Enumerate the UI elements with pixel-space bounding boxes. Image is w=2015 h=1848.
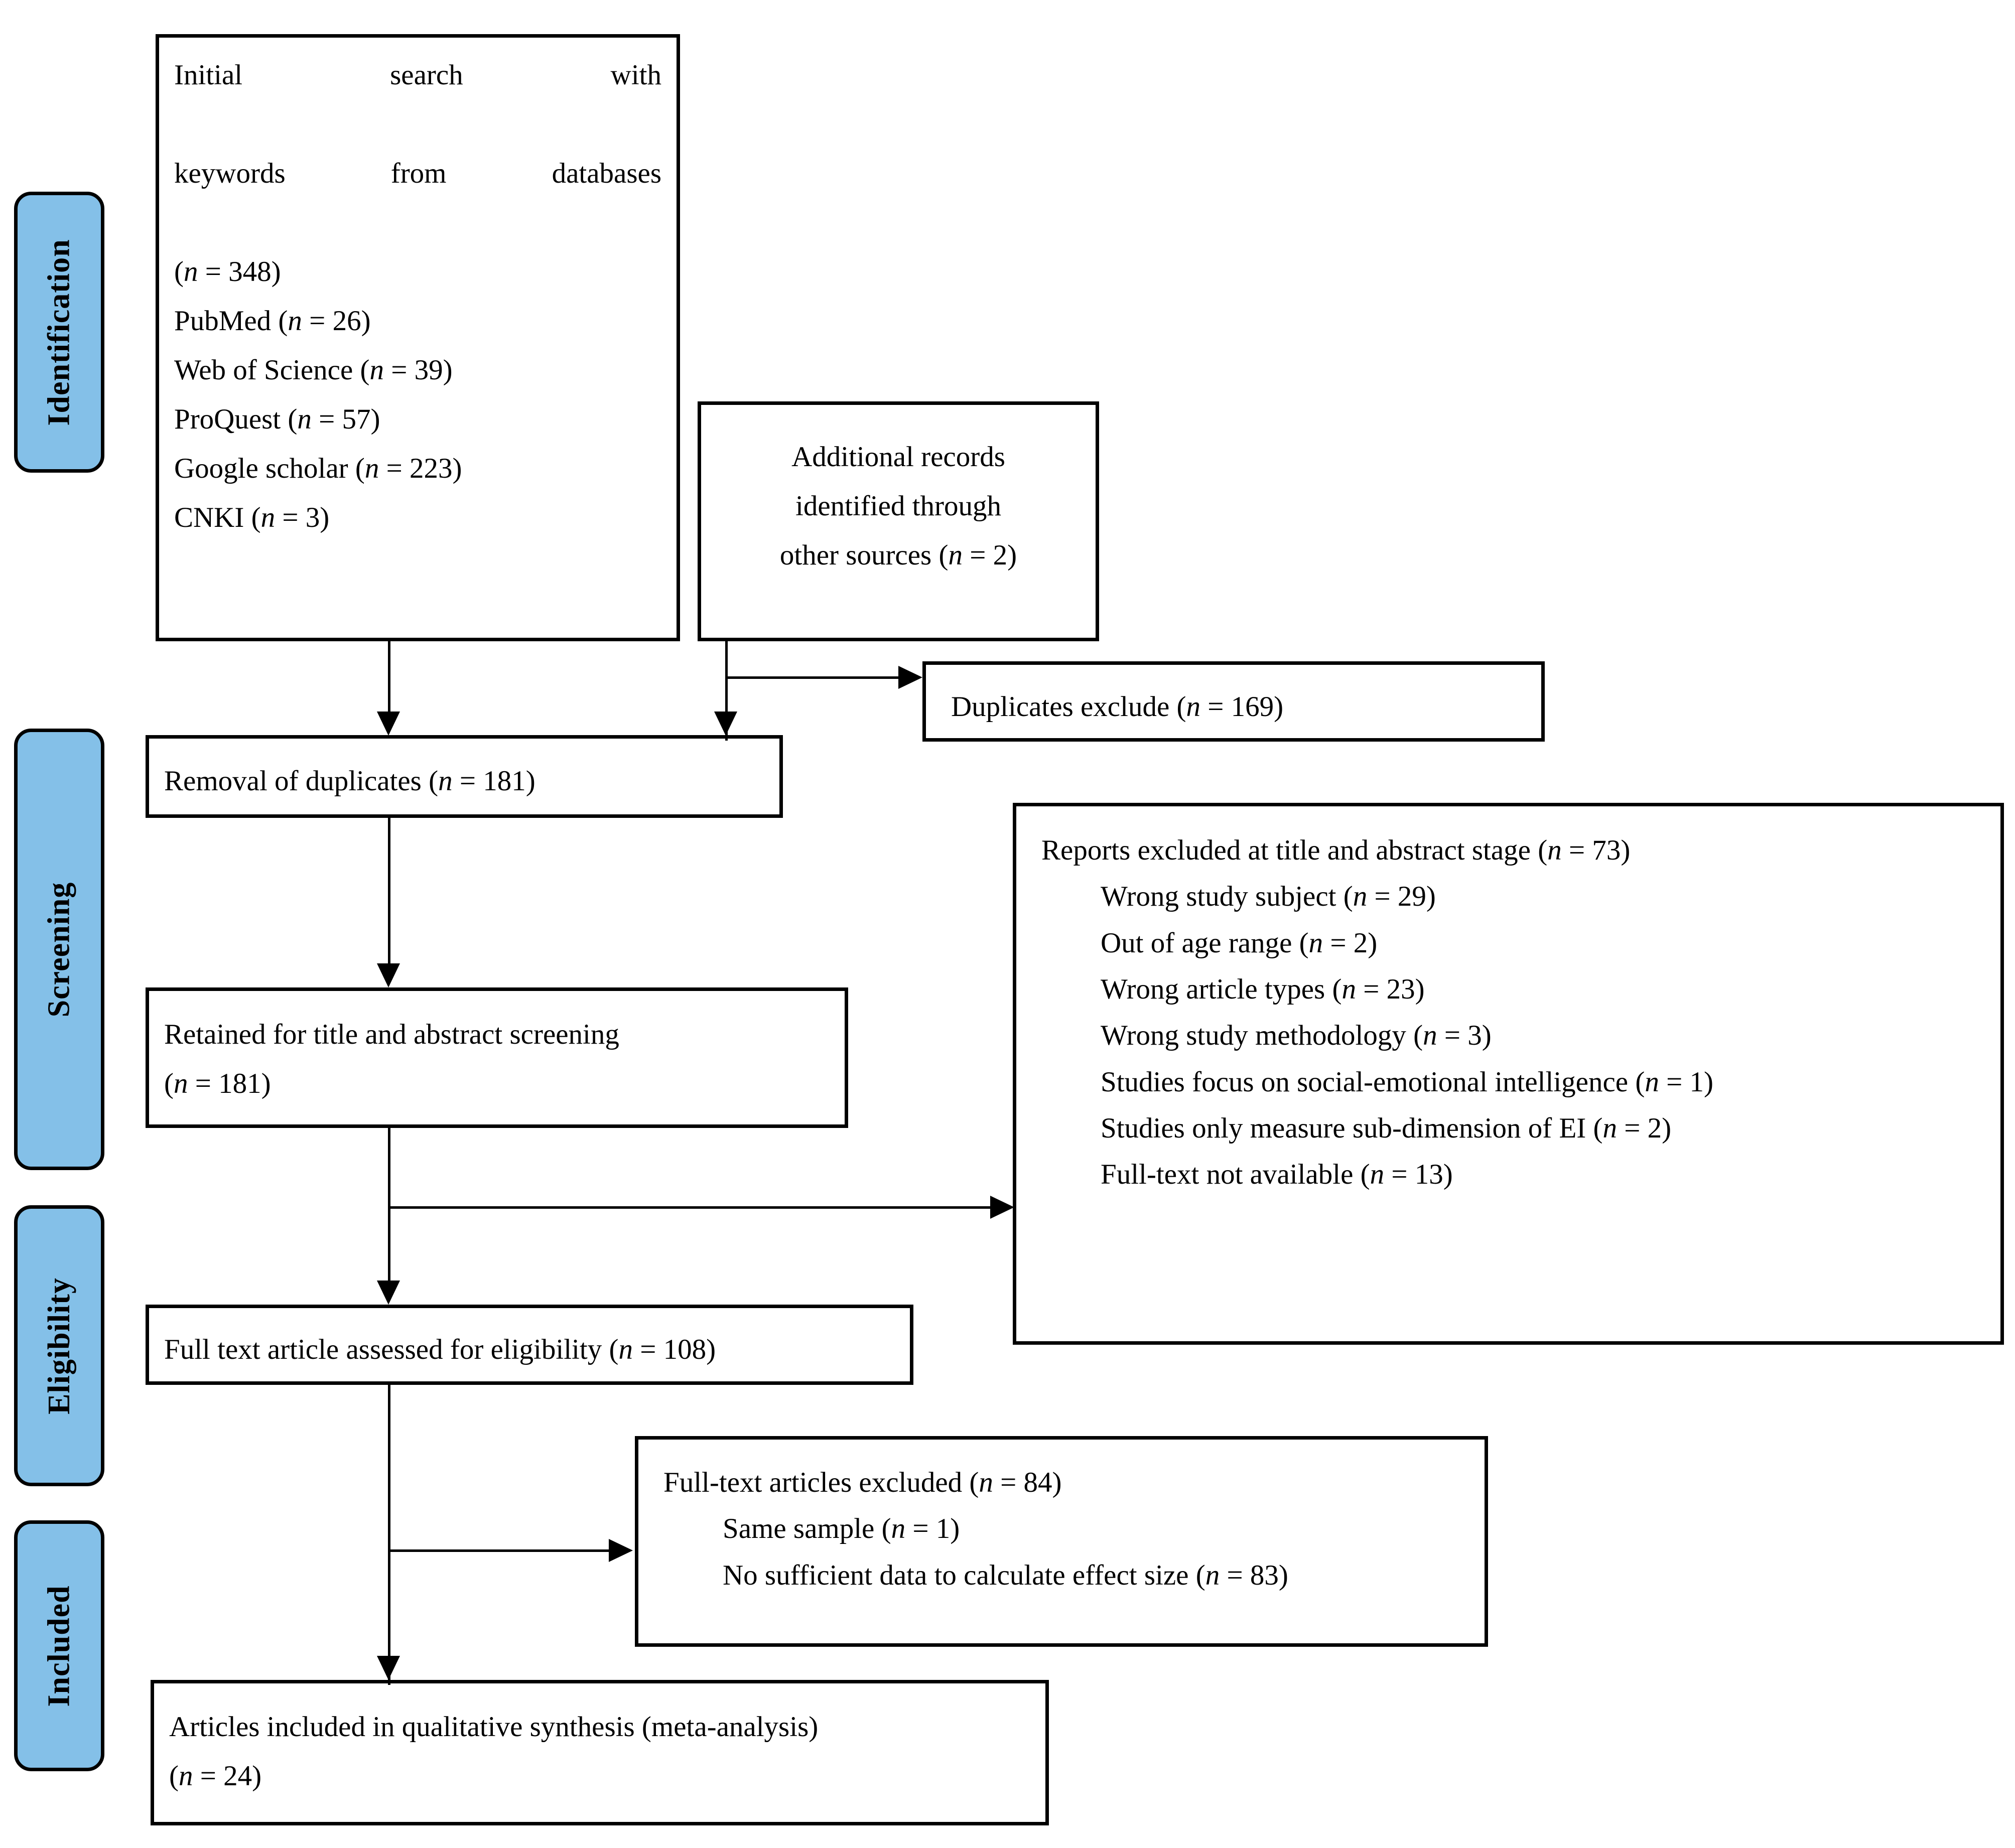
arrowhead-additional-to-duplicates <box>898 666 922 689</box>
stage-pill-eligibility: Eligibility <box>14 1205 104 1486</box>
arrowhead-retained-to-fulltext <box>377 1281 400 1305</box>
reports-excluded-heading: Reports excluded at title and abstract s… <box>1041 834 1631 866</box>
additional-records-line1: Additional records <box>791 441 1005 473</box>
reason-out-of-age-range: Out of age range (n = 2) <box>1101 927 1378 959</box>
duplicates-excluded-text: Duplicates exclude (n = 169) <box>951 691 1284 723</box>
box-articles-included: Articles included in qualitative synthes… <box>151 1680 1049 1825</box>
connector-fulltext-down <box>388 1385 390 1685</box>
additional-records-line3: other sources (n = 2) <box>779 539 1017 572</box>
box-reports-excluded: Reports excluded at title and abstract s… <box>1013 803 2004 1345</box>
connector-removal-to-retained <box>388 818 390 964</box>
reason-wrong-article-types: Wrong article types (n = 23) <box>1101 973 1425 1005</box>
box-removal-of-duplicates: Removal of duplicates (n = 181) <box>146 735 783 818</box>
arrowhead-fulltext-to-included <box>377 1656 400 1680</box>
stage-pill-identification: Identification <box>14 192 104 473</box>
arrowhead-fulltext-to-excluded <box>609 1539 633 1562</box>
articles-included-line2: (n = 24) <box>169 1760 262 1792</box>
connector-retained-down <box>388 1128 390 1282</box>
box-duplicates-excluded: Duplicates exclude (n = 169) <box>922 661 1545 742</box>
arrowhead-removal-to-retained <box>377 963 400 987</box>
box-initial-search: Initial search with keywords from databa… <box>156 34 680 641</box>
retained-screening-line2: (n = 181) <box>164 1068 271 1100</box>
initial-search-line1: Initial search with <box>174 59 661 91</box>
source-pubmed: PubMed (n = 26) <box>174 305 371 337</box>
articles-included-line1: Articles included in qualitative synthes… <box>169 1711 819 1743</box>
stage-label-screening: Screening <box>42 882 76 1017</box>
connector-fulltext-to-excluded <box>388 1549 609 1552</box>
box-full-text-excluded: Full-text articles excluded (n = 84) Sam… <box>635 1436 1488 1647</box>
box-retained-screening: Retained for title and abstract screenin… <box>146 987 848 1128</box>
box-full-text-assessed: Full text article assessed for eligibili… <box>146 1305 913 1385</box>
arrowhead-retained-to-reports-excluded <box>990 1196 1014 1219</box>
connector-additional-to-duplicates <box>725 676 898 679</box>
initial-search-line2: keywords from databases <box>174 158 661 190</box>
additional-records-line2: identified through <box>795 490 1001 522</box>
connector-initial-to-removal <box>388 641 390 713</box>
stage-label-eligibility: Eligibility <box>42 1277 76 1414</box>
stage-label-included: Included <box>42 1585 76 1707</box>
initial-search-line3: (n = 348) <box>174 256 281 288</box>
full-text-assessed-text: Full text article assessed for eligibili… <box>164 1334 716 1365</box>
source-cnki: CNKI (n = 3) <box>174 502 330 534</box>
arrowhead-additional-to-removal <box>714 712 737 736</box>
stage-pill-screening: Screening <box>14 729 104 1170</box>
full-text-excluded-heading: Full-text articles excluded (n = 84) <box>663 1467 1062 1498</box>
removal-of-duplicates-text: Removal of duplicates (n = 181) <box>164 765 535 797</box>
stage-pill-included: Included <box>14 1520 104 1771</box>
arrowhead-initial-to-removal <box>377 712 400 736</box>
source-google-scholar: Google scholar (n = 223) <box>174 453 462 485</box>
retained-screening-line1: Retained for title and abstract screenin… <box>164 1019 619 1050</box>
reason-no-sufficient-data: No sufficient data to calculate effect s… <box>723 1559 1288 1591</box>
reason-wrong-study-methodology: Wrong study methodology (n = 3) <box>1101 1020 1492 1052</box>
connector-additional-down <box>725 641 728 741</box>
reason-fulltext-not-available: Full-text not available (n = 13) <box>1101 1159 1453 1191</box>
source-proquest: ProQuest (n = 57) <box>174 403 380 436</box>
stage-label-identification: Identification <box>42 238 76 426</box>
box-additional-records: Additional records identified through ot… <box>698 401 1099 641</box>
connector-retained-to-reports-excluded <box>388 1206 990 1209</box>
reason-sub-dimension-ei: Studies only measure sub-dimension of EI… <box>1101 1112 1672 1144</box>
source-web-of-science: Web of Science (n = 39) <box>174 354 453 386</box>
reason-social-emotional-intelligence: Studies focus on social-emotional intell… <box>1101 1066 1713 1098</box>
reason-wrong-study-subject: Wrong study subject (n = 29) <box>1101 881 1436 913</box>
reason-same-sample: Same sample (n = 1) <box>723 1513 960 1545</box>
